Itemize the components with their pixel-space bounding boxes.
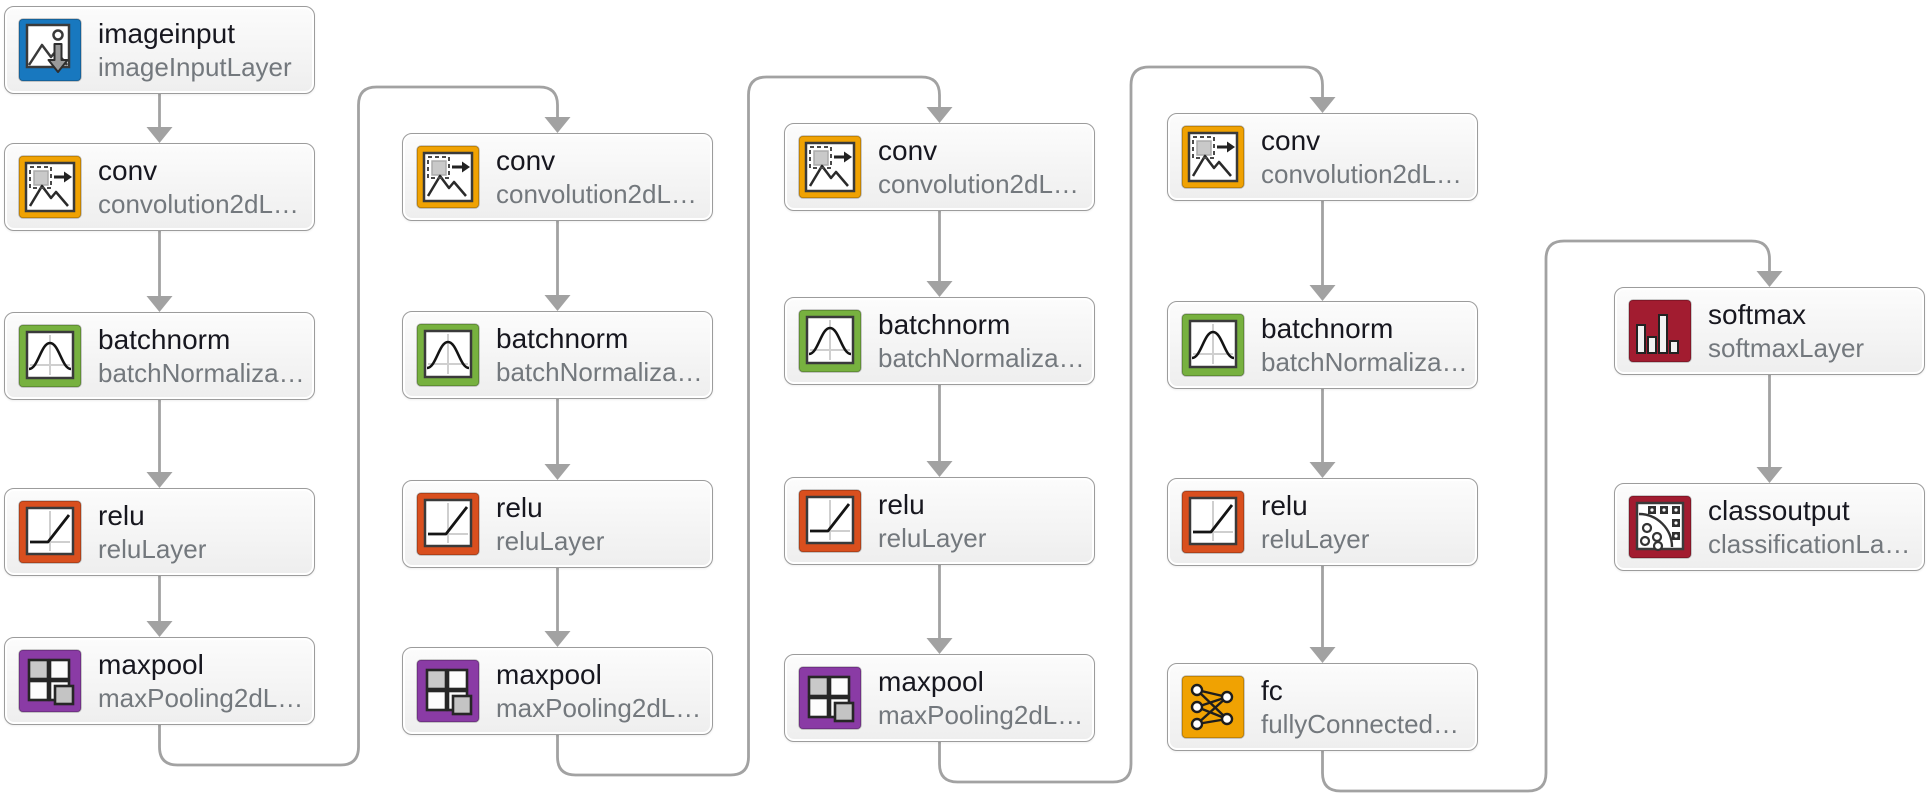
batchnorm-icon <box>416 323 480 387</box>
layer-type-label: classificationLa… <box>1708 529 1911 559</box>
layer-node-softmax[interactable]: softmax softmaxLayer <box>1614 287 1925 375</box>
layer-type-label: maxPooling2dL… <box>496 693 702 723</box>
layer-name-label: relu <box>98 500 145 531</box>
layer-node-fc[interactable]: fc fullyConnected… <box>1167 663 1478 751</box>
layer-node-relu_1[interactable]: relu reluLayer <box>4 488 315 576</box>
layer-type-label: batchNormaliza… <box>1261 347 1468 377</box>
conv-icon <box>416 145 480 209</box>
layer-node-relu_4[interactable]: relu reluLayer <box>1167 478 1478 566</box>
layer-node-imageinput[interactable]: imageinput imageInputLayer <box>4 6 315 94</box>
layer-node-batchnorm_1[interactable]: batchnorm batchNormaliza… <box>4 312 315 400</box>
fc-icon <box>1181 675 1245 739</box>
relu-icon <box>1181 490 1245 554</box>
layer-type-label: convolution2dL… <box>496 179 697 209</box>
layer-name-label: conv <box>1261 125 1321 156</box>
layer-name-label: softmax <box>1708 299 1807 330</box>
layer-type-label: reluLayer <box>496 526 605 556</box>
conv-icon <box>18 155 82 219</box>
layer-name-label: batchnorm <box>1261 313 1394 344</box>
layer-node-conv_1[interactable]: conv convolution2dL… <box>4 143 315 231</box>
layer-name-label: maxpool <box>98 649 204 680</box>
relu-icon <box>798 489 862 553</box>
layer-node-batchnorm_2[interactable]: batchnorm batchNormaliza… <box>402 311 713 399</box>
layer-node-batchnorm_3[interactable]: batchnorm batchNormaliza… <box>784 297 1095 385</box>
layer-name-label: imageinput <box>98 18 235 49</box>
layer-type-label: batchNormaliza… <box>496 357 703 387</box>
layer-node-maxpool_2[interactable]: maxpool maxPooling2dL… <box>402 647 713 735</box>
layer-name-label: maxpool <box>878 666 984 697</box>
layer-type-label: softmaxLayer <box>1708 333 1865 363</box>
layer-type-label: reluLayer <box>1261 524 1370 554</box>
layer-node-conv_3[interactable]: conv convolution2dL… <box>784 123 1095 211</box>
layer-name-label: conv <box>878 135 938 166</box>
relu-icon <box>416 492 480 556</box>
layer-name-label: batchnorm <box>496 323 629 354</box>
layer-name-label: classoutput <box>1708 495 1850 526</box>
layer-node-conv_2[interactable]: conv convolution2dL… <box>402 133 713 221</box>
layer-node-maxpool_1[interactable]: maxpool maxPooling2dL… <box>4 637 315 725</box>
layer-type-label: convolution2dL… <box>878 169 1079 199</box>
layer-type-label: convolution2dL… <box>98 189 299 219</box>
maxpool-icon <box>416 659 480 723</box>
layer-name-label: relu <box>496 492 543 523</box>
layer-type-label: maxPooling2dL… <box>98 683 304 713</box>
layer-type-label: imageInputLayer <box>98 52 292 82</box>
layer-node-relu_2[interactable]: relu reluLayer <box>402 480 713 568</box>
layer-node-relu_3[interactable]: relu reluLayer <box>784 477 1095 565</box>
maxpool-icon <box>18 649 82 713</box>
layer-name-label: batchnorm <box>98 324 231 355</box>
maxpool-icon <box>798 666 862 730</box>
layer-type-label: reluLayer <box>98 534 207 564</box>
layer-name-label: conv <box>496 145 556 176</box>
layer-name-label: relu <box>878 489 925 520</box>
batchnorm-icon <box>798 309 862 373</box>
layer-type-label: batchNormaliza… <box>878 343 1085 373</box>
layer-node-maxpool_3[interactable]: maxpool maxPooling2dL… <box>784 654 1095 742</box>
layer-node-batchnorm_4[interactable]: batchnorm batchNormaliza… <box>1167 301 1478 389</box>
layer-type-label: reluLayer <box>878 523 987 553</box>
layer-type-label: batchNormaliza… <box>98 358 305 388</box>
layer-type-label: maxPooling2dL… <box>878 700 1084 730</box>
layer-node-classoutput[interactable]: classoutput classificationLa… <box>1614 483 1925 571</box>
conv-icon <box>1181 125 1245 189</box>
conv-icon <box>798 135 862 199</box>
layer-type-label: convolution2dL… <box>1261 159 1462 189</box>
batchnorm-icon <box>18 324 82 388</box>
layer-name-label: fc <box>1261 675 1283 706</box>
layer-type-label: fullyConnected… <box>1261 709 1459 739</box>
layer-node-conv_4[interactable]: conv convolution2dL… <box>1167 113 1478 201</box>
class-output-icon <box>1628 495 1692 559</box>
layer-name-label: conv <box>98 155 158 186</box>
image-input-icon <box>18 18 82 82</box>
batchnorm-icon <box>1181 313 1245 377</box>
relu-icon <box>18 500 82 564</box>
layer-name-label: maxpool <box>496 659 602 690</box>
layer-name-label: batchnorm <box>878 309 1011 340</box>
layer-name-label: relu <box>1261 490 1308 521</box>
softmax-icon <box>1628 299 1692 363</box>
